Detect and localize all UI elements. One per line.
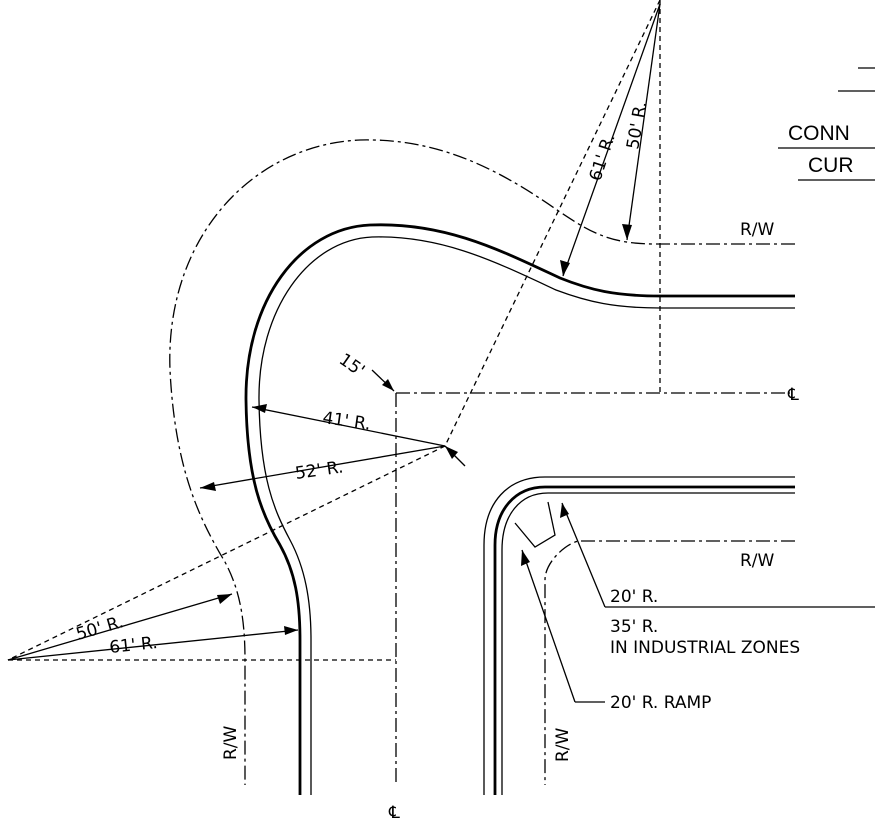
curb-line-southeast-inner-1	[483, 476, 795, 795]
curb-ramp	[514, 501, 556, 548]
center-arrowhead	[445, 446, 458, 459]
leader-61-top	[562, 3, 661, 277]
rw-label-south: R/W	[553, 727, 573, 762]
curb-line-northwest-outer	[244, 223, 795, 795]
leader-41	[251, 406, 446, 447]
radius-line-61-north	[444, 0, 661, 447]
arrowhead-52	[200, 482, 216, 491]
curb-line-northwest-inner	[258, 236, 795, 795]
arrowhead-41	[252, 404, 267, 413]
radius-leaders-left: 50' R. 61' R.	[7, 593, 299, 661]
label-41: 41' R.	[321, 408, 372, 435]
curb-line-southeast-outer	[493, 485, 795, 795]
construction-lines	[7, 0, 661, 661]
rw-label-west: R/W	[221, 725, 241, 760]
leader-ramp	[521, 549, 576, 703]
right-of-way-lines: R/W R/W R/W R/W	[169, 139, 795, 785]
label-50-top: 50' R.	[623, 100, 651, 151]
rw-label-east: R/W	[740, 551, 775, 571]
radius-line-52-west	[7, 445, 446, 661]
rw-label-north: R/W	[740, 220, 775, 240]
label-industrial-zones: IN INDUSTRIAL ZONES	[610, 638, 800, 658]
arrowhead-61-top	[560, 260, 570, 276]
title-block: CONN CUR	[778, 67, 875, 181]
offset-dimension: 15'	[335, 350, 395, 392]
arrowhead-61-left	[284, 626, 298, 635]
rw-boundary-southeast	[544, 540, 795, 785]
southeast-callouts: 20' R. 35' R. IN INDUSTRIAL ZONES 20' R.…	[521, 502, 875, 713]
arrowhead-ramp	[521, 550, 530, 566]
label-61-left: 61' R.	[108, 633, 158, 658]
label-ramp: 20' R. RAMP	[610, 693, 711, 713]
arrowhead-20-curb	[560, 503, 569, 518]
curb-northwest	[244, 223, 795, 795]
curb-southeast	[483, 476, 795, 795]
label-20-curb: 20' R.	[610, 587, 658, 607]
arrowhead-50-top	[622, 224, 632, 240]
title-text-conn: CONN	[788, 122, 850, 145]
arrowhead-15	[382, 379, 394, 391]
leader-61-left	[7, 629, 299, 661]
curb-line-southeast-inner-2	[501, 492, 795, 795]
leader-50-top	[626, 3, 661, 241]
leader-50-left	[7, 593, 233, 661]
centerline-symbol-bottom: ℄	[388, 803, 400, 823]
rw-boundary-northwest	[169, 139, 795, 785]
leader-20-curb	[561, 502, 606, 608]
label-52: 52' R.	[294, 457, 345, 484]
label-61-top: 61' R.	[586, 131, 620, 183]
radius-leaders-top: 61' R. 50' R.	[560, 3, 661, 277]
label-15: 15'	[335, 350, 368, 381]
title-text-cur: CUR	[808, 154, 854, 177]
radius-leaders-center: 41' R. 52' R.	[199, 404, 466, 491]
centerline-symbol-right: ℄	[787, 385, 799, 405]
centerlines: ℄ ℄	[388, 385, 799, 823]
arrowhead-50-left	[217, 594, 232, 604]
label-35-curb: 35' R.	[610, 617, 658, 637]
leader-52	[199, 445, 446, 489]
